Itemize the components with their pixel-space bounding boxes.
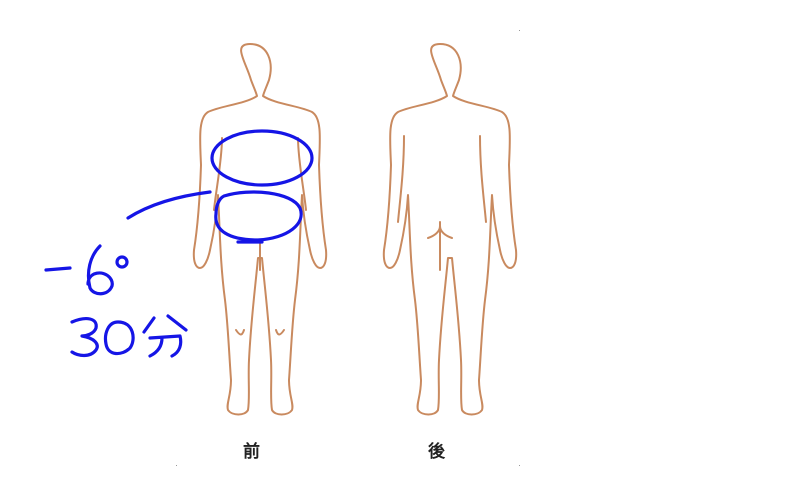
corner-dot bbox=[176, 465, 177, 466]
annotation-temperature-text bbox=[44, 244, 129, 296]
lower-abdomen-circle bbox=[214, 190, 303, 242]
minus-stroke bbox=[44, 266, 72, 272]
front-label: 前 bbox=[243, 442, 260, 462]
digit-zero bbox=[103, 320, 135, 356]
kanji-fun-bottom bbox=[148, 334, 183, 358]
back-body-figure bbox=[382, 43, 518, 416]
digit-three bbox=[70, 317, 99, 358]
front-body-figure bbox=[192, 43, 328, 416]
back-side-line-right bbox=[479, 135, 487, 223]
upper-abdomen-circle bbox=[210, 129, 314, 187]
kanji-fun-top bbox=[142, 314, 188, 334]
corner-dot bbox=[519, 30, 520, 31]
back-label: 後 bbox=[428, 442, 445, 462]
front-body-outline bbox=[192, 43, 328, 416]
front-torso-line-left bbox=[213, 137, 223, 211]
front-knee-left bbox=[235, 329, 245, 336]
corner-dot bbox=[519, 465, 520, 466]
annotation-duration-text bbox=[70, 314, 188, 358]
pointer-line bbox=[126, 190, 212, 220]
back-side-line-left bbox=[397, 135, 405, 223]
back-body-outline bbox=[382, 43, 518, 416]
degree-mark bbox=[115, 255, 129, 269]
handwritten-annotations bbox=[44, 129, 314, 358]
digit-six bbox=[86, 244, 114, 296]
back-gluteal-line bbox=[427, 221, 453, 271]
front-knee-right bbox=[275, 329, 285, 336]
